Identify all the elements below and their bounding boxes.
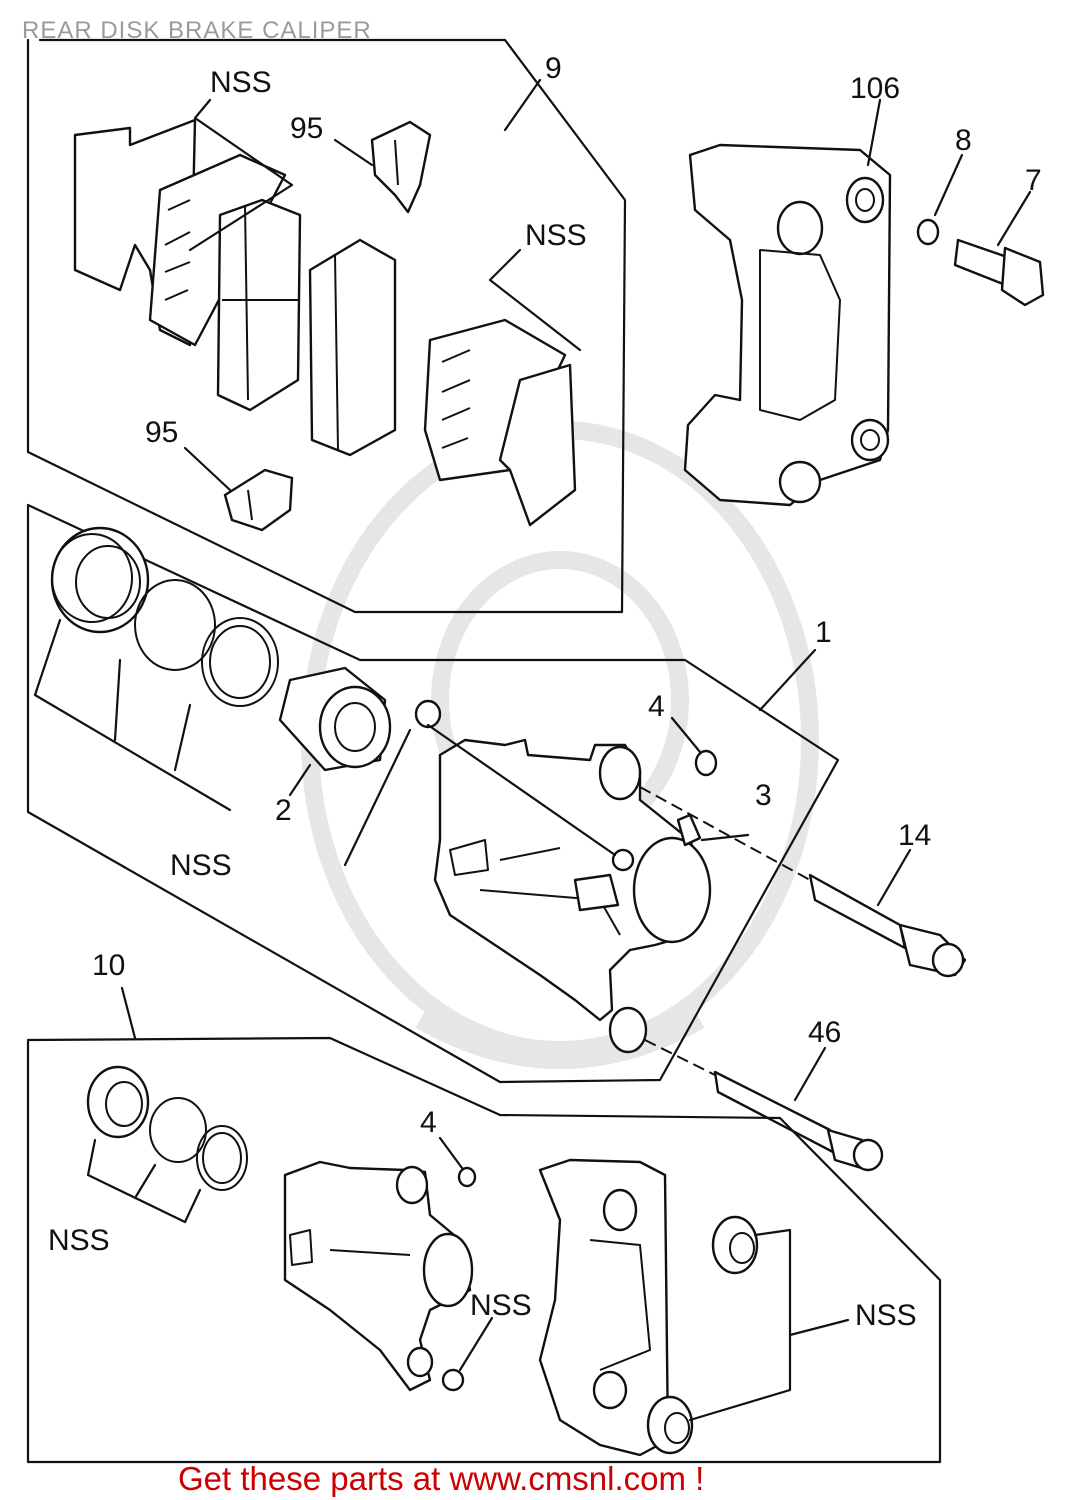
callout-nss-pads-top: NSS xyxy=(210,66,272,99)
callout-1: 1 xyxy=(815,616,832,649)
bracket-boss-top xyxy=(776,200,824,256)
pad-kit-group xyxy=(26,38,627,614)
callout-nss-kit-right: NSS xyxy=(855,1299,917,1332)
caliper-assembly-outline xyxy=(26,503,840,1084)
callout-95-lower: 95 xyxy=(145,416,178,449)
callout-8: 8 xyxy=(955,124,972,157)
callout-95-upper: 95 xyxy=(290,112,323,145)
leader-46 xyxy=(793,1046,827,1102)
leader-10 xyxy=(120,986,137,1040)
piston-ring-2 xyxy=(201,617,279,707)
brake-pad-left xyxy=(216,198,302,412)
kit-bushing-upper xyxy=(711,1215,759,1275)
callout-nss-kit-left: NSS xyxy=(48,1224,110,1257)
seal-kit-outline xyxy=(26,1036,942,1464)
kit-bracket xyxy=(538,1158,670,1457)
leader-nss-pads-right xyxy=(488,248,582,352)
slide-pin-bolt-lower xyxy=(713,1046,884,1172)
kit-bushing-lower xyxy=(646,1395,694,1455)
leader-9 xyxy=(503,78,542,132)
bleeder-cap xyxy=(694,749,718,777)
footer-link[interactable]: Get these parts at www.cmsnl.com ! xyxy=(178,1460,704,1497)
callout-4-upper: 4 xyxy=(648,690,665,723)
kit-boot-small xyxy=(441,1368,465,1392)
bleeder-screw xyxy=(676,813,702,847)
callout-106: 106 xyxy=(850,72,900,105)
pad-shim-right xyxy=(498,363,577,527)
leader-8 xyxy=(933,153,964,217)
leader-14 xyxy=(876,848,912,907)
callout-7: 7 xyxy=(1025,164,1042,197)
callout-nss-kit-mid: NSS xyxy=(470,1289,532,1322)
caliper-piston-bore xyxy=(632,836,712,944)
kit-ring-1 xyxy=(149,1097,207,1163)
piston-ring-1 xyxy=(134,579,216,671)
caliper-slide-boss-top xyxy=(598,745,642,801)
caliper-bracket xyxy=(683,98,892,507)
brake-pad-right xyxy=(308,238,397,457)
leader-nss-kit-mid xyxy=(458,1316,494,1372)
slide-pin-bolt-upper xyxy=(808,848,967,978)
kit-ring-2 xyxy=(196,1125,248,1191)
leader-nss-pads-top xyxy=(188,98,294,252)
callout-9: 9 xyxy=(545,52,562,85)
leader-95-lower xyxy=(183,446,232,492)
kit-cap xyxy=(457,1166,477,1188)
leader-7 xyxy=(996,190,1032,247)
seal-kit-group xyxy=(26,986,942,1464)
bracket-bolt xyxy=(953,190,1045,307)
bracket-hole-bottom xyxy=(850,418,890,462)
plate-slots-left xyxy=(164,199,191,301)
plate-slots-right xyxy=(441,349,471,449)
leader-4a xyxy=(670,716,702,754)
lock-washer xyxy=(916,218,940,246)
callout-46: 46 xyxy=(808,1016,841,1049)
pad-kit-outline xyxy=(26,38,627,614)
leader-2 xyxy=(288,763,312,797)
caliper-assembly-group xyxy=(26,503,840,1084)
nss-leader-a xyxy=(33,618,232,812)
leader-106 xyxy=(866,98,882,167)
pad-clip-upper xyxy=(370,120,432,214)
kit-dust-boot xyxy=(86,1065,150,1139)
leader-4b xyxy=(438,1136,464,1170)
leader-3 xyxy=(700,833,750,842)
callout-2: 2 xyxy=(275,794,292,827)
callout-nss-seals: NSS xyxy=(170,849,232,882)
bracket-boss-bottom xyxy=(778,460,822,504)
callout-nss-pads-right: NSS xyxy=(525,219,587,252)
callout-14: 14 xyxy=(898,819,931,852)
callout-10: 10 xyxy=(92,949,125,982)
leader-95-upper xyxy=(333,138,374,167)
bracket-hole-top xyxy=(845,176,885,224)
bleed-cap xyxy=(414,699,442,729)
pad-clip-lower xyxy=(223,468,294,532)
leader-nss-kit-right xyxy=(753,1228,850,1337)
callout-4-lower: 4 xyxy=(420,1106,437,1139)
callout-3: 3 xyxy=(755,779,772,812)
nss-leader-kit xyxy=(86,1138,187,1224)
leader-1 xyxy=(758,648,817,712)
caliper-slide-boss-bottom xyxy=(608,1006,648,1054)
